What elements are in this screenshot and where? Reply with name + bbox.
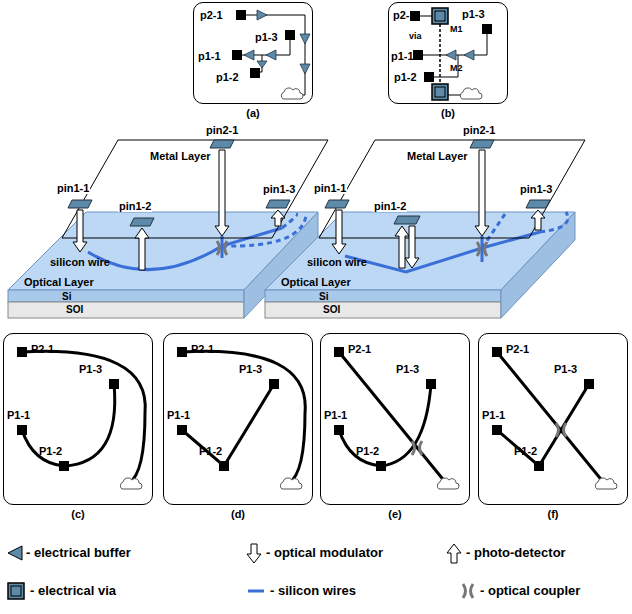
panel-caption: (f)	[479, 508, 627, 520]
pin-label: pin1-2	[118, 200, 152, 212]
pin-label: Si	[62, 291, 71, 302]
pin-label: M1	[450, 25, 463, 35]
pin-label: P1-3	[554, 363, 577, 375]
pin-label: P2-1	[31, 343, 54, 355]
pin-label: pin1-1	[313, 182, 347, 194]
pin-label: P1-3	[239, 363, 262, 375]
pin-label: P1-1	[324, 409, 347, 421]
pin-label: silicon wire	[307, 256, 367, 268]
pin-label: pin1-3	[262, 183, 296, 195]
pin-label: P1-3	[79, 363, 102, 375]
pin-label: pin2-1	[462, 124, 496, 136]
panel-caption: (c)	[4, 508, 152, 520]
pin-label: P1-3	[396, 363, 419, 375]
pin-label: p1-3	[255, 31, 278, 43]
pin-label: Optical Layer	[24, 276, 94, 288]
pin-label: via	[409, 32, 422, 42]
legend-text: - photo-detector	[466, 546, 566, 560]
pin-label: P1-1	[7, 409, 30, 421]
pin-label: pin1-1	[56, 182, 90, 194]
pin-label: SOI	[66, 304, 83, 315]
panel-caption: (d)	[164, 508, 312, 520]
pin-label: p1-2	[394, 71, 417, 83]
pin-label: P1-1	[167, 409, 190, 421]
pin-label: Optical Layer	[281, 276, 351, 288]
pin-label: p2-1	[393, 9, 416, 21]
pin-label: pin1-3	[519, 183, 553, 195]
pin-label: pin1-2	[373, 200, 407, 212]
pin-label: P1-2	[514, 445, 537, 457]
panel-caption: (a)	[194, 107, 312, 119]
legend-text: - optical coupler	[480, 584, 580, 598]
pin-label: P2-1	[348, 343, 371, 355]
panel-caption: (e)	[321, 508, 469, 520]
pin-label: P1-2	[199, 445, 222, 457]
pin-label: p1-1	[198, 50, 221, 62]
pin-label: p2-1	[200, 9, 223, 21]
pin-label: P2-1	[506, 343, 529, 355]
pin-label: SOI	[323, 304, 340, 315]
pin-label: P1-2	[356, 445, 379, 457]
pin-label: p1-3	[462, 8, 485, 20]
panel-caption: (b)	[389, 107, 507, 119]
pin-label: p1-1	[391, 50, 414, 62]
pin-label: M2	[450, 64, 463, 74]
legend-text: - electrical via	[30, 584, 116, 598]
legend-text: - silicon wires	[270, 584, 356, 598]
pin-label: Si	[319, 291, 328, 302]
pin-label: P2-1	[191, 343, 214, 355]
pin-label: Metal Layer	[150, 150, 211, 162]
pin-label: pin2-1	[205, 124, 239, 136]
pin-label: Metal Layer	[407, 150, 468, 162]
legend-text: - electrical buffer	[26, 546, 131, 560]
pin-label: P1-2	[39, 445, 62, 457]
pin-label: P1-1	[482, 409, 505, 421]
pin-label: silicon wire	[50, 256, 110, 268]
pin-label: p1-2	[216, 71, 239, 83]
legend-text: - optical modulator	[266, 546, 383, 560]
